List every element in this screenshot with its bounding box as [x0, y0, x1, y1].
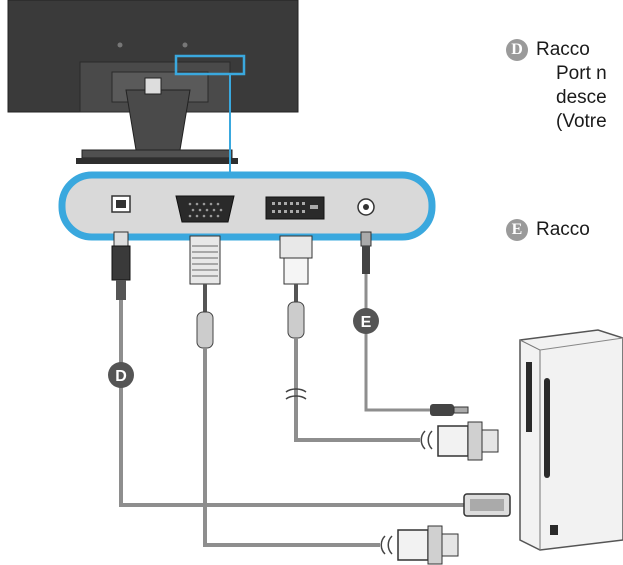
callout-d-text-1: Racco [536, 39, 590, 60]
power-cable [111, 231, 511, 517]
dsub-port [175, 195, 235, 223]
cable-label-d-text: D [115, 368, 127, 385]
callout-e-badge: E [506, 219, 528, 241]
callout-e: E Racco [506, 218, 590, 242]
callout-d-line-1: D Racco [506, 38, 607, 62]
dsub-cable [189, 235, 459, 565]
dvi-cable [279, 235, 499, 461]
dvi-port [265, 196, 325, 220]
callout-d-line-4: (Votre [556, 111, 607, 132]
monitor-back [7, 0, 299, 164]
callout-d-badge: D [506, 39, 528, 61]
connector-highlight-box [174, 54, 246, 76]
callout-d-line-3: desce [556, 87, 607, 108]
pc-tower [519, 329, 623, 551]
cable-label-e: E [353, 308, 379, 334]
callout-d-line-2: Port n [556, 63, 607, 84]
cable-label-e-text: E [361, 314, 372, 331]
connector-panel [58, 171, 436, 241]
callout-e-text: Racco [536, 219, 590, 240]
audio-port [357, 198, 375, 216]
callout-d: D Racco Port n desce (Votre [506, 38, 607, 134]
cable-label-d: D [108, 362, 134, 388]
